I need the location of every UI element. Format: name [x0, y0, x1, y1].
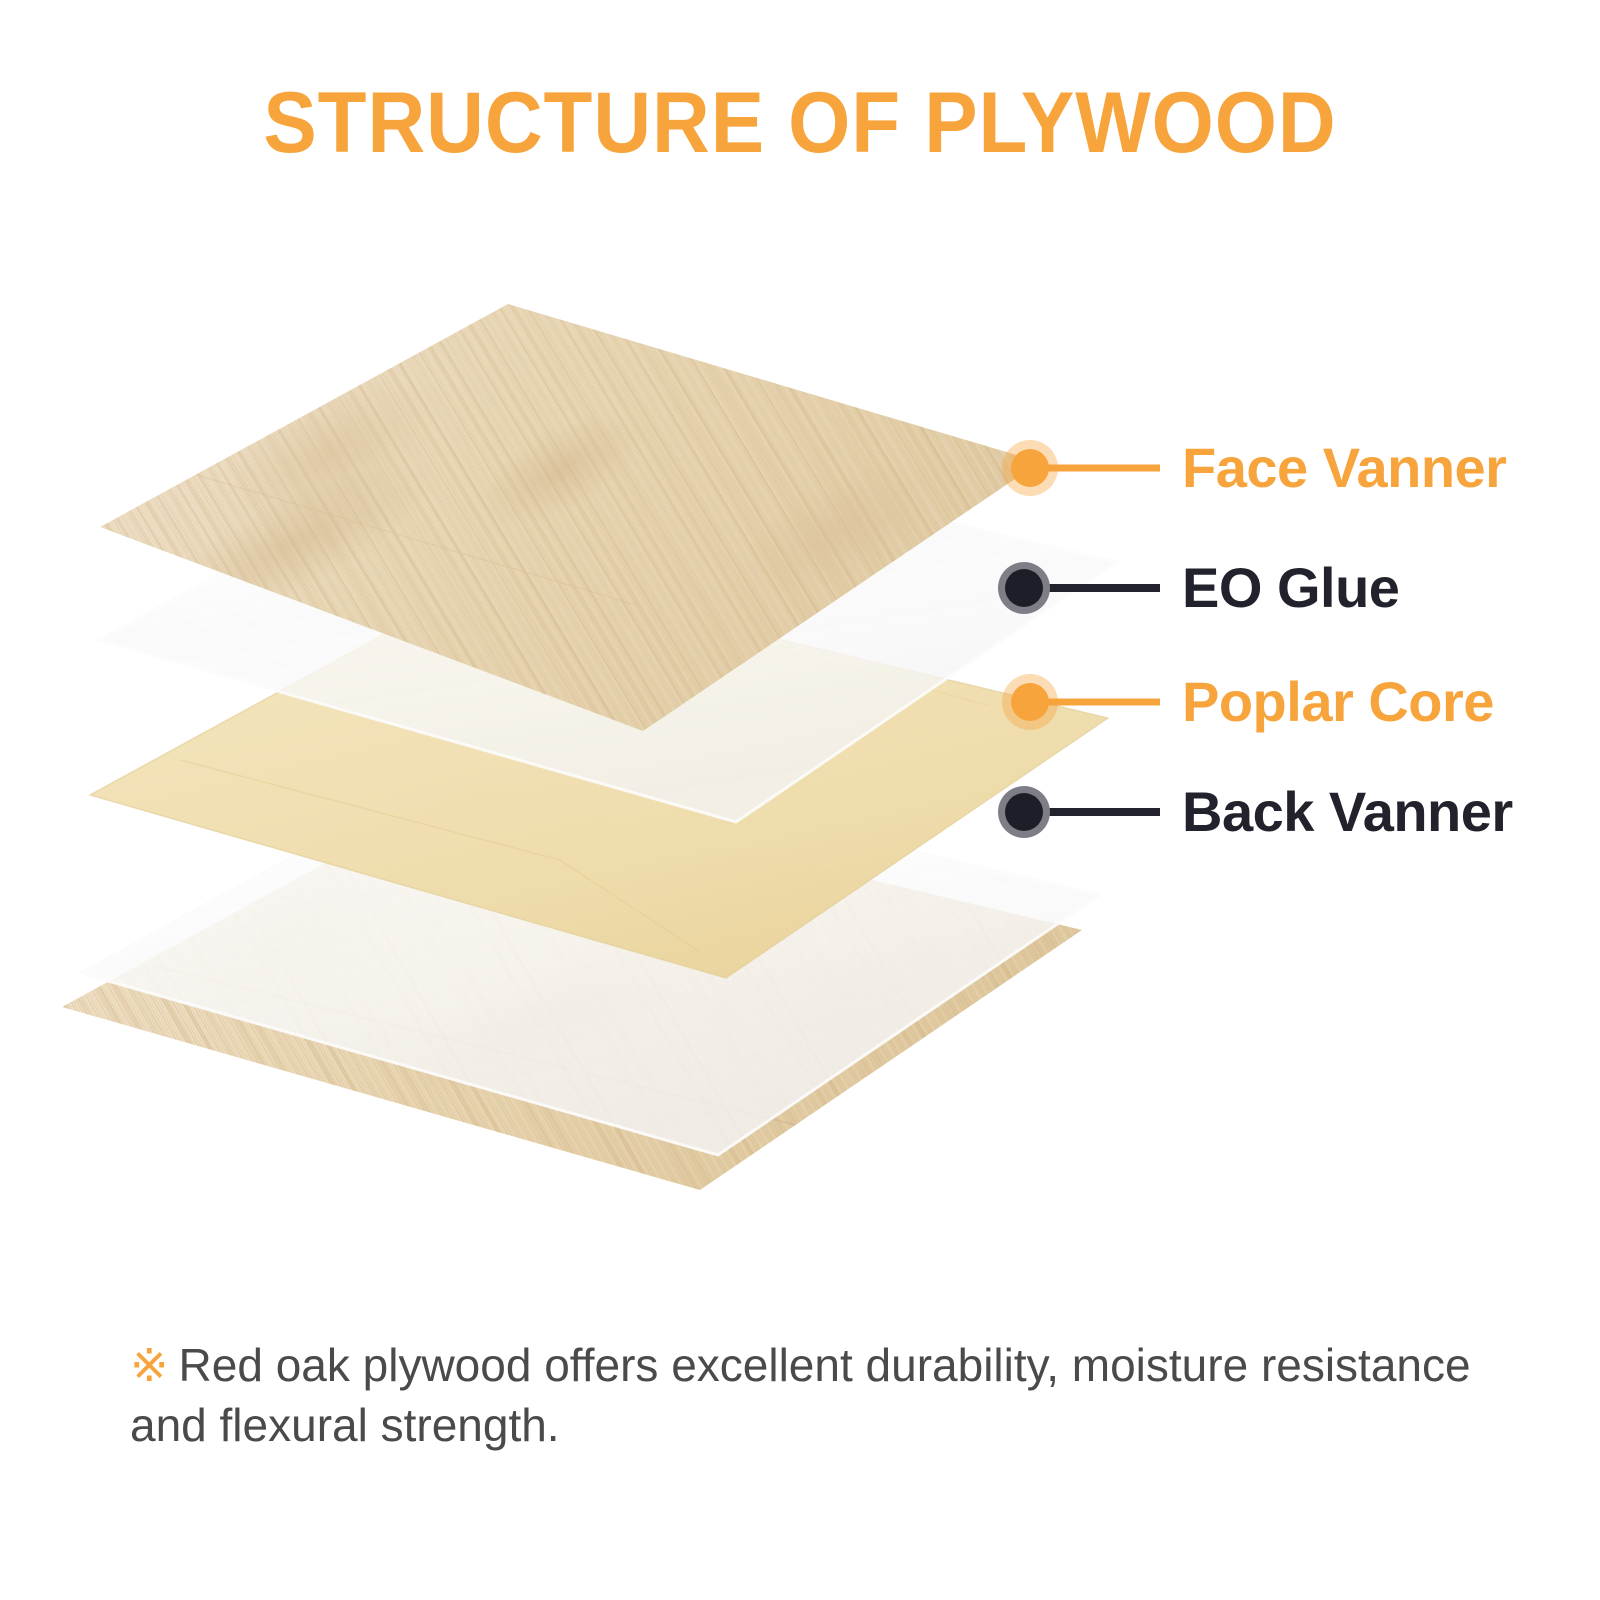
footer-note-text: Red oak plywood offers excellent durabil… [130, 1339, 1471, 1451]
reference-mark-icon: ※ [130, 1339, 169, 1391]
callout-label-poplar-core: Poplar Core [1182, 670, 1494, 733]
callout-dot-back-vanner [1005, 793, 1043, 831]
callout-dot-eo-glue [1005, 569, 1043, 607]
callout-label-back-vanner: Back Vanner [1182, 780, 1513, 843]
callout-label-eo-glue: EO Glue [1182, 556, 1400, 619]
callout-dot-poplar-core [1011, 683, 1049, 721]
page-title: STRUCTURE OF PLYWOOD [263, 75, 1337, 171]
callout-leaders [998, 440, 1160, 838]
callout-dot-face-vanner [1011, 449, 1049, 487]
layer-face-vanner [100, 304, 1040, 731]
footer-note: ※Red oak plywood offers excellent durabi… [130, 1336, 1500, 1456]
callout-label-face-vanner: Face Vanner [1182, 436, 1507, 499]
